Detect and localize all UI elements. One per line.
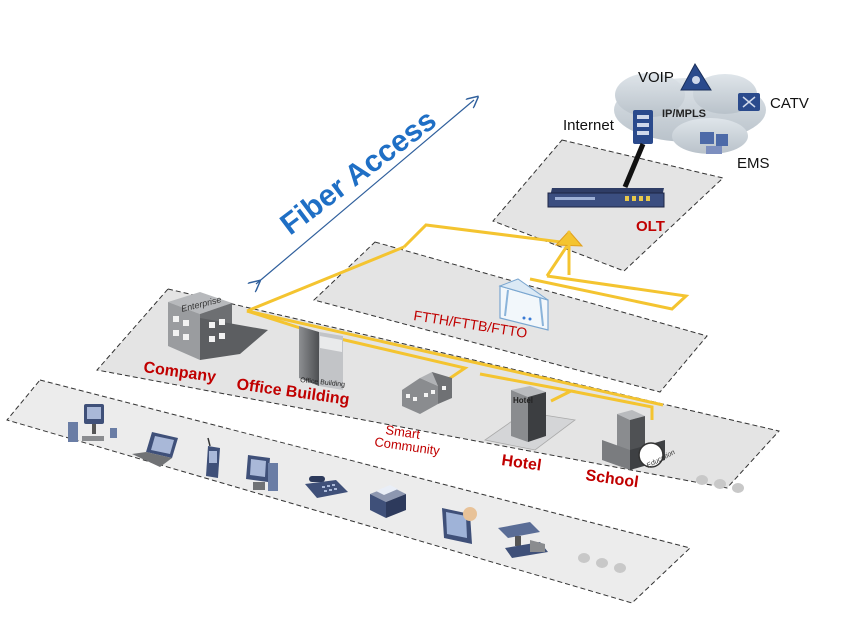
projector-camera-icon: [498, 522, 548, 558]
school-icon: Education: [602, 410, 677, 470]
ems-icon: [700, 132, 728, 154]
internet-label: Internet: [563, 117, 615, 134]
company-building-icon: Enterprise: [168, 292, 268, 360]
voip-label: VOIP: [638, 69, 674, 86]
cloud-label: IP/MPLS: [662, 108, 706, 120]
more-devices-ellipsis-icon: [578, 553, 626, 573]
tablet-terminal-icon: [442, 507, 477, 544]
office-building-icon: Office Building: [299, 326, 345, 390]
desktop-pc-icon: [68, 404, 117, 442]
catv-icon: [738, 93, 760, 111]
more-sites-ellipsis-icon: [696, 475, 744, 493]
ont-router-icon: [498, 278, 549, 331]
desk-phone-icon: [305, 476, 348, 498]
smart-community-label-2: Community: [374, 434, 442, 458]
hotel-icon: Hotel: [484, 386, 576, 451]
monitor-pc-icon: [246, 455, 278, 491]
smart-community-icon: [402, 372, 452, 414]
office-building-sign: Office Building: [300, 377, 346, 389]
olt-label: OLT: [636, 218, 665, 235]
internet-icon: [633, 110, 653, 144]
catv-label: CATV: [770, 95, 809, 112]
splitter-icon: [554, 230, 584, 275]
printer-fax-icon: [370, 485, 406, 518]
pda-phone-icon: [206, 437, 220, 478]
voip-icon: [680, 62, 712, 91]
school-label: School: [584, 467, 639, 491]
fiber-access-title: Fiber Access: [274, 104, 442, 242]
smart-community-label-1: Smart: [385, 422, 422, 442]
laptop-icon: [132, 432, 178, 467]
ems-label: EMS: [737, 155, 770, 172]
olt-device-icon: [547, 188, 665, 208]
hotel-label: Hotel: [500, 452, 542, 474]
fiber-access-arrow: [256, 100, 474, 284]
hotel-sign: Hotel: [513, 396, 533, 405]
uplink-cable: [622, 143, 646, 188]
